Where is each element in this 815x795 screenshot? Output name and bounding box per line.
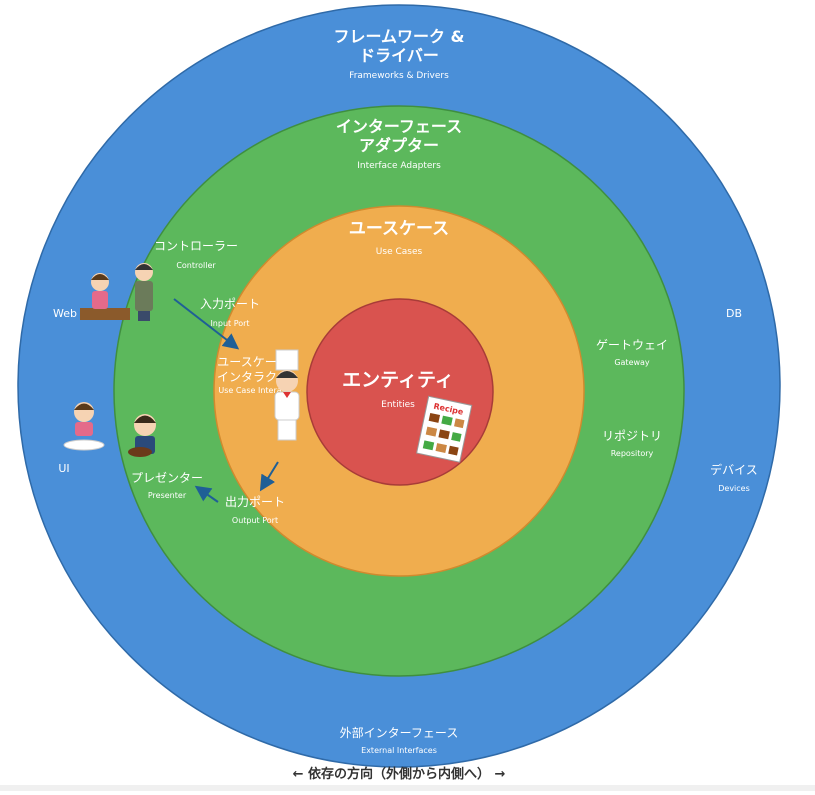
interactor-sublabel: Use Case Intera: [218, 386, 281, 395]
ui-label: UI: [58, 462, 69, 475]
presenter-sublabel: Presenter: [148, 491, 187, 500]
controller-label: コントローラー: [154, 239, 238, 253]
devices-sublabel: Devices: [718, 484, 750, 493]
usecases-title: ユースケース: [349, 219, 449, 239]
waitress-illustration: [128, 414, 156, 457]
input-port-sublabel: Input Port: [210, 319, 249, 328]
chef-illustration: [274, 349, 300, 441]
presenter-label: プレゼンター: [131, 471, 203, 485]
adapters-title-line2: アダプター: [359, 136, 439, 155]
external-interfaces-label: 外部インターフェース: [340, 725, 459, 740]
devices-label: デバイス: [710, 462, 758, 477]
repository-sublabel: Repository: [611, 449, 654, 458]
output-port-to-presenter-arrow: [194, 485, 219, 503]
web-label: Web: [53, 307, 77, 320]
interactor-label-line1: ユースケー: [217, 355, 276, 369]
frameworks-title-line2: ドライバー: [359, 46, 439, 65]
entities-circle: [306, 298, 494, 486]
controller-to-input-port-arrow: [173, 298, 240, 350]
controller-sublabel: Controller: [176, 261, 216, 270]
diner-illustration: [63, 402, 105, 451]
input-port-label: 入力ポート: [200, 297, 260, 311]
usecases-subtitle: Use Cases: [376, 247, 423, 257]
gateway-sublabel: Gateway: [614, 358, 650, 367]
repository-label: リポジトリ: [602, 429, 662, 443]
external-interfaces-sublabel: External Interfaces: [361, 746, 437, 755]
ordering-customer-illustration: [80, 263, 153, 321]
db-label: DB: [726, 307, 742, 320]
interactor-to-output-port-arrow: [259, 461, 279, 492]
footer-divider: [0, 785, 815, 791]
output-port-label: 出力ポート: [225, 495, 285, 509]
interactor-label-line2: インタラク: [217, 370, 277, 384]
adapters-subtitle: Interface Adapters: [357, 161, 441, 171]
entities-subtitle: Entities: [381, 400, 415, 410]
recipe-card-illustration: Recipe: [416, 395, 473, 463]
entities-title: エンティティ: [342, 369, 454, 391]
output-port-sublabel: Output Port: [232, 516, 278, 525]
frameworks-subtitle: Frameworks & Drivers: [349, 71, 449, 81]
adapters-title-line1: インターフェース: [336, 117, 462, 136]
dependency-direction-caption: ← 依存の方向（外側から内側へ） →: [293, 766, 506, 782]
gateway-label: ゲートウェイ: [596, 338, 668, 352]
frameworks-title-line1: フレームワーク &: [333, 27, 464, 46]
